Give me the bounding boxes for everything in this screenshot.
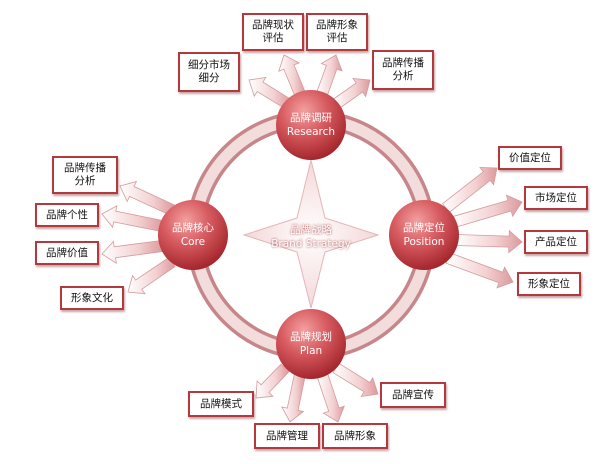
research-box-segmentation: 细分市场 细分 <box>178 52 240 92</box>
center-label: 品牌战略 Brand Strategy <box>261 221 361 253</box>
core-box-personality: 品牌个性 <box>35 203 99 227</box>
position-box-value: 价值定位 <box>498 146 562 170</box>
core-box-comm-analysis: 品牌传播 分析 <box>52 156 118 194</box>
position-label-en: Position <box>403 236 445 248</box>
position-node-circle <box>389 200 459 270</box>
plan-label-en: Plan <box>299 345 323 357</box>
arrow-plan-model <box>255 363 290 399</box>
position-node-label: 品牌定位 Position <box>384 220 464 250</box>
arrow-position-value <box>442 166 498 213</box>
research-box-image-eval: 品牌形象 评估 <box>306 13 368 51</box>
plan-box-promotion: 品牌宣传 <box>380 382 446 408</box>
arrow-plan-image <box>316 371 345 423</box>
research-node-label: 品牌调研 Research <box>271 110 351 140</box>
research-label-cn: 品牌调研 <box>290 112 332 124</box>
arrow-plan-promotion <box>332 362 379 398</box>
research-node-circle <box>276 90 346 160</box>
arrow-position-market <box>451 194 523 228</box>
research-label-en: Research <box>286 126 336 138</box>
arrow-plan-management <box>281 372 306 423</box>
arrow-research-image <box>316 54 343 97</box>
arrow-research-status <box>278 54 306 97</box>
plan-label-cn: 品牌规划 <box>290 331 332 343</box>
arrow-research-segmentation <box>248 76 292 110</box>
arrow-core-value <box>101 240 164 265</box>
arrow-position-product <box>455 229 523 254</box>
center-label-en: Brand Strategy <box>271 238 351 250</box>
core-label-en: Core <box>180 236 206 248</box>
core-label-cn: 品牌核心 <box>172 222 214 234</box>
arrow-core-personality <box>101 205 164 232</box>
plan-box-management: 品牌管理 <box>254 423 320 449</box>
plan-node-circle <box>276 309 346 379</box>
position-box-product: 产品定位 <box>524 230 588 254</box>
research-box-comm-analysis: 品牌传播 分析 <box>372 50 434 90</box>
plan-box-model: 品牌模式 <box>188 391 254 417</box>
plan-node-label: 品牌规划 Plan <box>271 329 351 359</box>
position-box-market: 市场定位 <box>524 186 588 210</box>
arrows-layer <box>101 54 523 423</box>
plan-box-image: 品牌形象 <box>322 423 388 449</box>
center-star-shape <box>242 159 380 309</box>
core-node-label: 品牌核心 Core <box>153 220 233 250</box>
arrow-position-image <box>445 252 514 289</box>
center-label-cn: 品牌战略 <box>290 224 332 236</box>
arrow-core-comm <box>119 180 175 216</box>
core-box-culture: 形象文化 <box>60 286 124 310</box>
core-box-value: 品牌价值 <box>35 241 99 265</box>
arrow-research-comm <box>332 78 371 110</box>
arrow-core-culture <box>127 256 176 295</box>
position-box-image: 形象定位 <box>517 272 581 296</box>
position-label-cn: 品牌定位 <box>403 222 445 234</box>
core-node-circle <box>158 200 228 270</box>
research-box-status-eval: 品牌现状 评估 <box>242 13 304 51</box>
